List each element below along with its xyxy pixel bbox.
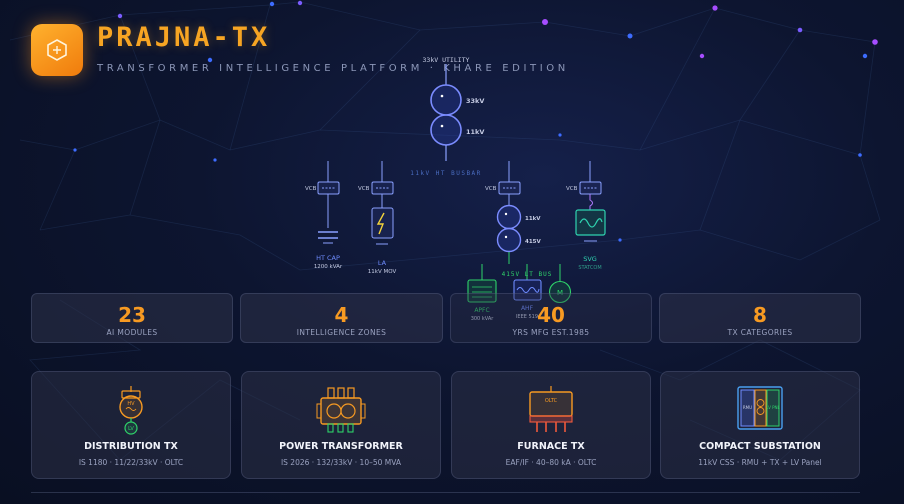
- dtr-lv-dot: [504, 235, 508, 239]
- lightning-arrester: [371, 207, 394, 239]
- furnace-transformer-icon: OLTC: [529, 386, 573, 432]
- oltc-label: OLTC: [545, 398, 558, 404]
- card-title: FURNACE TX: [517, 441, 585, 452]
- lv-label: LV: [128, 426, 134, 432]
- category-card-power[interactable]: POWER TRANSFORMER IS 2026 · 132/33kV · 1…: [241, 371, 441, 479]
- ht-cap-name: HT CAP: [316, 254, 340, 262]
- svg-coupling: [589, 194, 593, 210]
- dtr-hv-kv: 11kV: [525, 216, 541, 222]
- ht-cap-rating: 1200 kVAr: [314, 264, 343, 270]
- stat-value: 23: [118, 303, 146, 327]
- harmonic-wave-icon: [516, 287, 540, 293]
- vcb-4[interactable]: [579, 181, 602, 195]
- svg-statcom-unit[interactable]: [575, 209, 606, 236]
- svg-name: SVG: [583, 255, 597, 263]
- la-name: LA: [378, 259, 387, 267]
- stat-tx-categories: 8 TX CATEGORIES: [659, 293, 861, 343]
- main-tx-primary-kv: 33kV: [466, 97, 484, 105]
- app-logo: [31, 24, 83, 76]
- main-tx-primary-winding: [430, 84, 462, 116]
- sine-wave-icon: [579, 218, 603, 228]
- svg-rating: STATCOM: [578, 265, 601, 271]
- ht-busbar-label: 11kV HT BUSBAR: [410, 170, 482, 177]
- stat-label: TX CATEGORIES: [727, 328, 793, 337]
- main-tx-primary-dot: [440, 94, 444, 98]
- brand-tagline: TRANSFORMER INTELLIGENCE PLATFORM · KHAR…: [97, 63, 569, 74]
- compact-substation-icon: RMU LV PNL: [737, 386, 783, 430]
- logo-hexagon-icon: [47, 39, 67, 61]
- stat-value: 4: [334, 303, 349, 327]
- category-card-distribution[interactable]: HV LV DISTRIBUTION TX IS 1180 · 11/22/33…: [31, 371, 231, 479]
- vcb-4-label: VCB: [566, 186, 578, 192]
- category-card-furnace[interactable]: OLTC FURNACE TX EAF/IF · 40–80 kA · OLTC: [451, 371, 651, 479]
- card-subtitle: IS 2026 · 132/33kV · 10–50 MVA: [280, 458, 402, 467]
- utility-label: 33kV UTILITY: [423, 56, 470, 64]
- motor-label: M: [557, 289, 563, 297]
- card-subtitle: 11kV CSS · RMU + TX + LV Panel: [698, 458, 822, 467]
- dtr-lv-kv: 415V: [525, 239, 541, 245]
- stat-label: AI MODULES: [106, 328, 158, 337]
- apfc-name: APFC: [474, 307, 489, 314]
- main-tx-secondary-kv: 11kV: [466, 128, 484, 136]
- vcb-1-label: VCB: [305, 186, 317, 192]
- stat-ai-modules: 23 AI MODULES: [31, 293, 233, 343]
- dtr-hv-dot: [504, 212, 508, 216]
- apfc-rating: 300 kVAr: [471, 316, 495, 322]
- main-tx-secondary-winding: [430, 114, 462, 146]
- category-card-compact-substation[interactable]: RMU LV PNL COMPACT SUBSTATION 11kV CSS ·…: [660, 371, 860, 479]
- lightning-bolt-icon: [376, 212, 385, 235]
- card-title: COMPACT SUBSTATION: [699, 441, 821, 452]
- distribution-transformer-icon: HV LV: [119, 386, 143, 435]
- vcb-3-label: VCB: [485, 186, 497, 192]
- vcb-1[interactable]: [317, 181, 340, 195]
- footer-divider: [31, 492, 860, 493]
- la-rating: 11kV MOV: [368, 269, 397, 275]
- card-subtitle: EAF/IF · 40–80 kA · OLTC: [505, 458, 597, 467]
- ahf-name: AHF: [521, 305, 534, 312]
- stat-intelligence-zones: 4 INTELLIGENCE ZONES: [240, 293, 443, 343]
- power-transformer-icon: [316, 387, 366, 433]
- hv-label: HV: [127, 401, 135, 407]
- motor-symbol[interactable]: [548, 280, 572, 304]
- dtr-lv-winding: [496, 227, 522, 253]
- stat-years-manufacturing: 40 YRS MFG EST.1985: [450, 293, 652, 343]
- vcb-2-label: VCB: [358, 186, 370, 192]
- vcb-2[interactable]: [371, 181, 394, 195]
- card-subtitle: IS 1180 · 11/22/33kV · OLTC: [78, 458, 184, 467]
- stat-value: 40: [537, 303, 565, 327]
- lv-panel-label: LV PNL: [766, 405, 780, 410]
- rmu-label: RMU: [743, 405, 752, 410]
- card-title: POWER TRANSFORMER: [279, 441, 403, 452]
- card-title: DISTRIBUTION TX: [84, 441, 178, 452]
- stat-value: 8: [753, 303, 767, 327]
- ahf-rating: IEEE 519: [516, 314, 538, 320]
- stat-label: YRS MFG EST.1985: [512, 328, 590, 337]
- ahf-panel[interactable]: [513, 279, 542, 301]
- brand-title: PRAJNA-TX: [97, 22, 271, 53]
- stat-label: INTELLIGENCE ZONES: [296, 328, 387, 337]
- dtr-hv-winding: [496, 204, 522, 230]
- vcb-3[interactable]: [498, 181, 521, 195]
- apfc-panel[interactable]: [467, 279, 497, 303]
- main-tx-secondary-dot: [440, 124, 444, 128]
